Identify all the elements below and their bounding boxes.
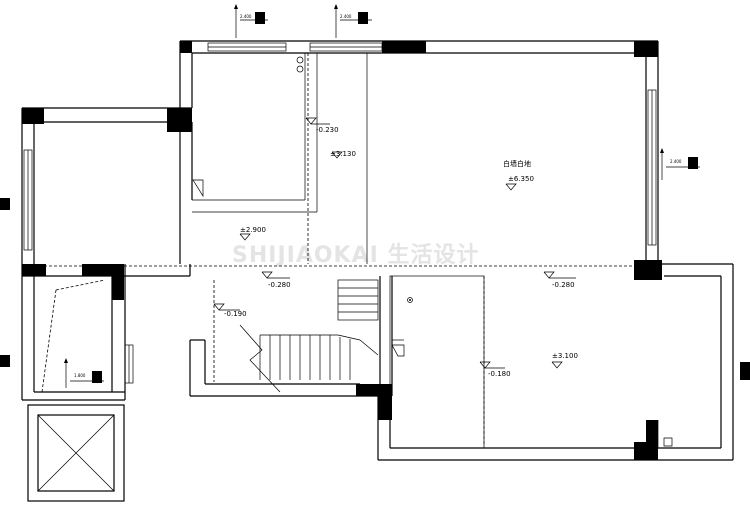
edge-markers	[0, 198, 750, 380]
level-text: -0.180	[488, 370, 511, 378]
columns	[22, 41, 662, 460]
lower-walls	[21, 263, 734, 502]
window-tag-1: 2.400	[234, 4, 268, 38]
window-tag-4: 1.800	[64, 358, 104, 388]
level-text: ±2.900	[240, 226, 266, 234]
level-marker-9: ±3.100	[551, 352, 578, 369]
level-marker-4: ±2.900	[239, 226, 266, 241]
level-marker-3: ±6.350	[505, 175, 534, 191]
level-marker-1: -0.230	[305, 117, 339, 134]
level-marker-8: -0.180	[479, 361, 511, 378]
level-text: ±3.130	[330, 150, 356, 158]
level-marker-6: -0.280	[543, 271, 576, 289]
windows	[23, 42, 657, 384]
level-text: ±6.350	[508, 175, 534, 183]
level-text: -0.190	[224, 310, 247, 318]
level-text: ±3.100	[552, 352, 578, 360]
window-tag-text: 1.800	[74, 373, 86, 378]
level-marker-7: -0.190	[213, 303, 247, 318]
level-marker-5: -0.280	[261, 271, 291, 289]
staircase	[239, 279, 379, 393]
window-tag-text: 2.400	[340, 14, 352, 19]
window-tag-3: 2.400	[660, 148, 700, 180]
upper-walls	[21, 40, 659, 276]
level-marker-2: ±3.130	[330, 150, 356, 159]
window-tag-2: 2.400	[334, 4, 372, 38]
watermark: SHIJIAOKAI 生活设计	[232, 243, 479, 268]
window-tag-text: 2.400	[670, 159, 682, 164]
level-text: -0.230	[316, 126, 339, 134]
room-label: 白墙白地	[503, 159, 531, 168]
fixtures	[296, 56, 413, 303]
level-text: -0.280	[552, 281, 575, 289]
level-text: -0.280	[268, 281, 291, 289]
window-tag-text: 2.400	[240, 14, 252, 19]
